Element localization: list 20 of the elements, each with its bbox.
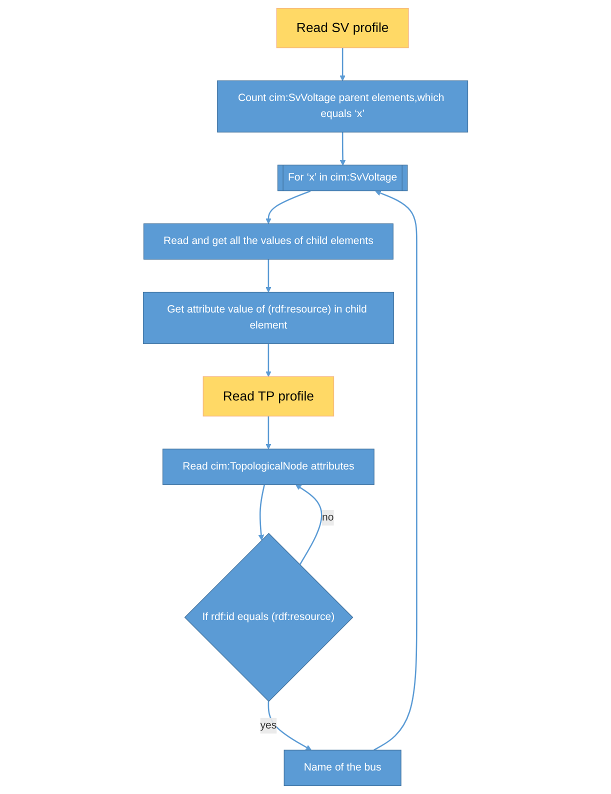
arrow xyxy=(266,259,272,293)
node-diamond: If rdf:id equals (rdf:resource) xyxy=(184,532,354,702)
node-box: Read cim:TopologicalNode attributes xyxy=(162,448,374,485)
node-box: Get attribute value of (rdf:resource) in child element xyxy=(142,292,394,344)
arrow xyxy=(340,132,346,166)
node-box: Name of the bus xyxy=(284,750,402,786)
node-box: Read and get all the values of child elements xyxy=(143,223,394,260)
arrow xyxy=(268,701,312,750)
edge-label: no xyxy=(322,512,334,524)
arrow xyxy=(295,484,322,566)
node-box: Count cim:SvVoltage parent elements,which equals ‘x’ xyxy=(217,80,468,132)
edge-label: yes xyxy=(260,720,277,732)
arrow xyxy=(266,344,272,377)
arrow xyxy=(374,190,418,751)
arrow xyxy=(340,48,346,82)
arrow xyxy=(258,484,266,540)
node-box: Read TP profile xyxy=(202,376,334,416)
arrow xyxy=(266,416,272,450)
arrow xyxy=(266,190,311,224)
node-box: Read SV profile xyxy=(276,8,409,48)
